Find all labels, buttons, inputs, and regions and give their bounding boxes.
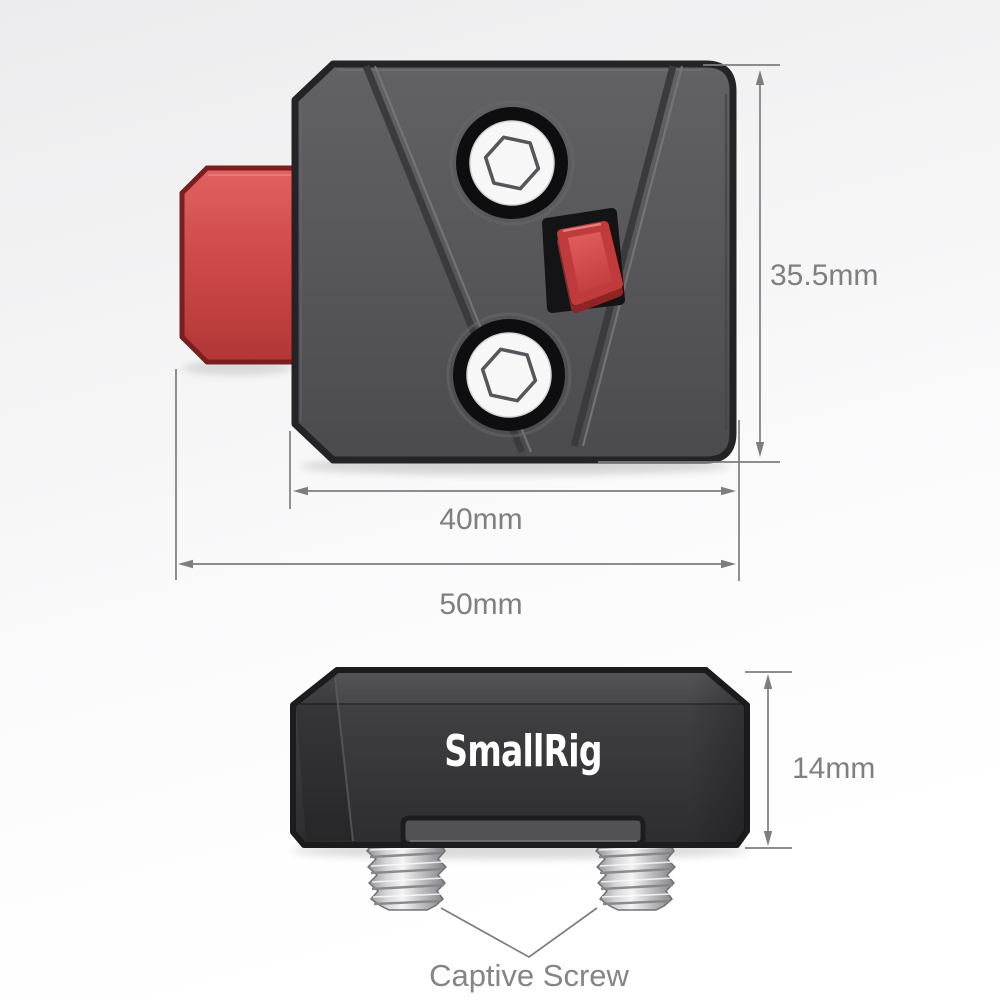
dimension-annotations bbox=[175, 64, 792, 959]
hex-socket-screw-icon bbox=[446, 312, 572, 438]
red-release-tab-icon bbox=[179, 165, 303, 365]
dimension-line-thickness bbox=[745, 671, 792, 849]
left-facet bbox=[296, 675, 352, 841]
dimension-label-height: 35.5mm bbox=[770, 259, 879, 292]
threaded-screw-icon bbox=[366, 840, 447, 911]
dimension-line-mount-width bbox=[289, 420, 740, 581]
right-shading bbox=[690, 671, 745, 844]
dimension-label-mount-width: 40mm bbox=[439, 503, 523, 536]
captive-screw-annotation: Captive Screw bbox=[429, 958, 629, 993]
v-groove-right-shadow bbox=[570, 65, 677, 447]
captive-screw-leader-line bbox=[440, 907, 598, 959]
plate-side-body bbox=[290, 667, 750, 848]
dimension-line-overall-width bbox=[175, 369, 736, 580]
top-view-illustration bbox=[179, 60, 737, 475]
v-groove-right-highlight bbox=[581, 65, 684, 447]
red-lock-lever-icon bbox=[542, 208, 625, 313]
mount-slot bbox=[400, 815, 646, 847]
threaded-screw-icon bbox=[595, 840, 676, 911]
hex-socket-screw-icon bbox=[449, 100, 575, 226]
dimension-line-height bbox=[598, 64, 780, 463]
dimension-label-overall-width: 50mm bbox=[439, 588, 523, 621]
dimension-label-thickness: 14mm bbox=[792, 752, 876, 785]
plate-top-face bbox=[300, 673, 740, 704]
left-facet-highlight bbox=[334, 677, 354, 842]
smallrig-logo: SmallRig bbox=[444, 726, 602, 777]
side-view-illustration bbox=[290, 667, 750, 911]
